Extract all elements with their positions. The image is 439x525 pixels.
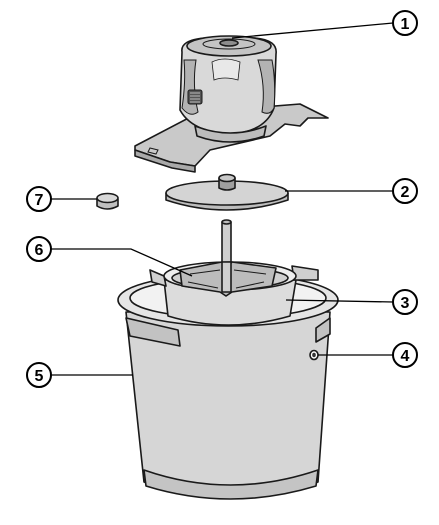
paddle-dasher [179,261,277,297]
callout-4-label: 4 [401,348,410,365]
callout-1: 1 [392,10,418,36]
callout-7: 7 [26,186,52,212]
callout-1-label: 1 [401,16,410,33]
callout-4: 4 [392,342,418,368]
callout-5-label: 5 [35,368,44,385]
callout-3: 3 [392,289,418,315]
leader-6 [51,248,193,277]
leader-3 [285,299,394,303]
callout-6: 6 [26,236,52,262]
drive-shaft [221,219,232,269]
motor-unit [134,35,329,173]
callout-2-label: 2 [401,184,410,201]
callout-7-label: 7 [35,192,44,209]
callout-5: 5 [26,362,52,388]
callout-2: 2 [392,178,418,204]
callout-3-label: 3 [401,295,410,312]
callout-6-label: 6 [35,242,44,259]
leader-1 [231,22,394,39]
small-cap-part [96,192,119,210]
lid-disc [165,173,289,211]
bucket-hole [309,349,319,361]
leader-lines [51,22,394,376]
